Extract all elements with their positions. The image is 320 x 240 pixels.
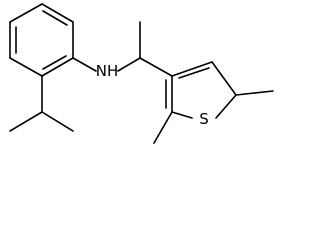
isopropyl-group bbox=[9, 75, 74, 132]
double-bond-inner bbox=[42, 10, 68, 26]
double-bond-inner bbox=[42, 55, 67, 70]
bond bbox=[41, 111, 74, 132]
amine-linkage bbox=[72, 57, 141, 72]
bond bbox=[72, 57, 97, 72]
bond bbox=[9, 57, 43, 77]
bond bbox=[215, 94, 237, 119]
bond bbox=[153, 111, 173, 144]
methyl-groups bbox=[153, 90, 274, 144]
bond bbox=[171, 61, 213, 77]
ethyl-bridge bbox=[139, 21, 173, 77]
benzene-ring bbox=[9, 3, 74, 77]
bond bbox=[117, 57, 141, 72]
double-bond-inner bbox=[178, 67, 210, 79]
thiophene-ring bbox=[165, 61, 237, 119]
bond bbox=[235, 90, 274, 96]
bond bbox=[139, 57, 173, 77]
sulfur-label: S bbox=[199, 110, 209, 128]
structure-diagram: NH S bbox=[9, 3, 274, 144]
atom-labels: NH S bbox=[96, 62, 209, 128]
nitrogen-label: NH bbox=[96, 62, 119, 80]
bond bbox=[41, 57, 74, 77]
bond bbox=[9, 3, 43, 23]
bond bbox=[211, 61, 237, 96]
bond bbox=[41, 3, 74, 23]
molecule-drawing: NH S bbox=[9, 3, 274, 144]
bond bbox=[171, 111, 193, 119]
bond bbox=[9, 111, 43, 132]
